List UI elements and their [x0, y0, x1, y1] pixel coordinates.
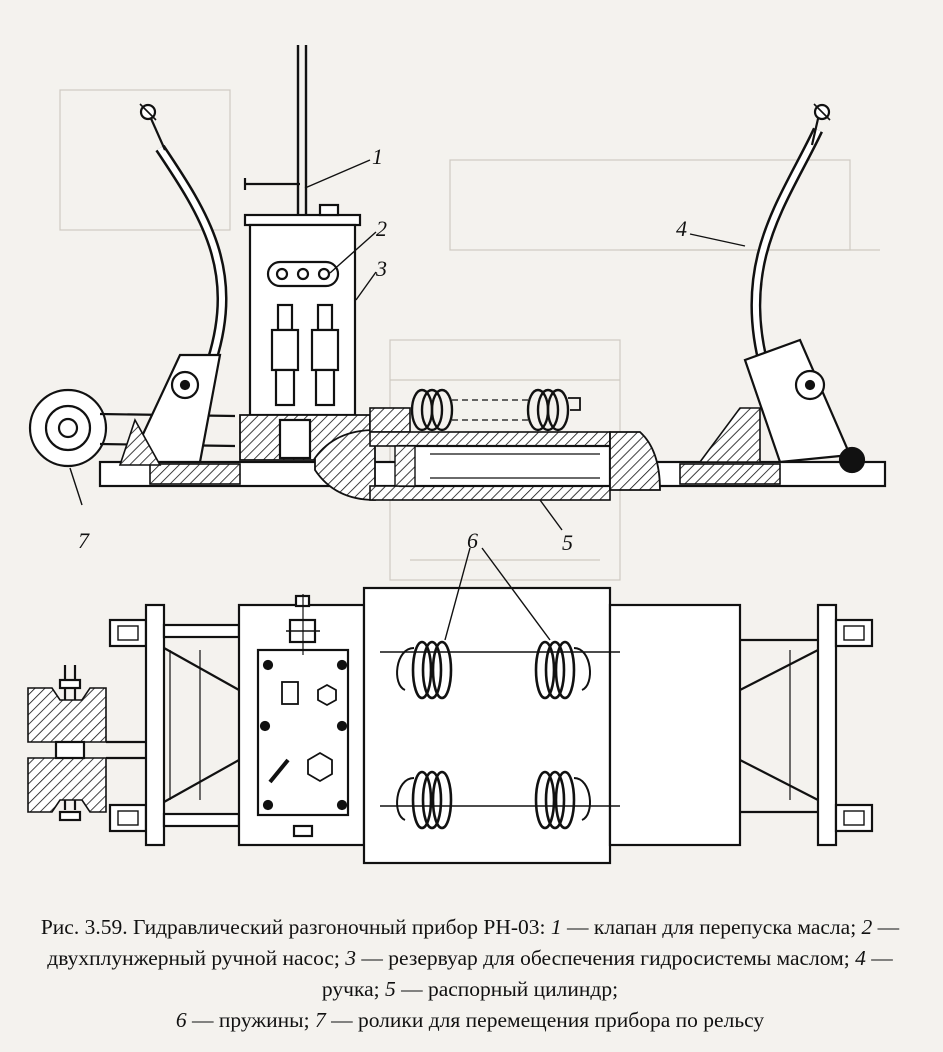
- figure-caption: Рис. 3.59. Гидравлический разгоночный пр…: [40, 915, 900, 1032]
- spring-plan-top-right: [534, 640, 591, 700]
- caption-item-6-num: 6: [175, 1008, 187, 1032]
- right-handle: [698, 103, 866, 474]
- caption-item-4-text: ручка;: [321, 977, 380, 1001]
- caption-item-5-text: распорный цилиндр;: [427, 977, 619, 1001]
- left-end-frame: [108, 603, 241, 847]
- spring-side-left: [410, 388, 454, 432]
- label-5: 5: [562, 530, 573, 555]
- spring-plan-bottom-right: [534, 770, 591, 830]
- caption-item-7-num: 7: [314, 1008, 326, 1032]
- caption-item-3-text: резервуар для обеспечения гидросистемы м…: [388, 946, 850, 970]
- caption-fig-number: Рис. 3.59.: [40, 915, 128, 939]
- label-2: 2: [376, 216, 387, 241]
- caption-item-2-num: 2: [861, 915, 873, 939]
- pump-block-plan: [237, 594, 366, 847]
- caption-item-1-num: 1: [550, 915, 562, 939]
- plan-view: [27, 547, 874, 865]
- caption-item-5-num: 5: [384, 977, 396, 1001]
- leader-lines: [69, 159, 746, 531]
- pump-linkage: [266, 260, 340, 288]
- cylinder-body-plan: [362, 586, 742, 865]
- label-3: 3: [375, 256, 387, 281]
- caption-item-2-text: двухплунжерный ручной насос;: [47, 946, 340, 970]
- right-end-frame: [739, 603, 874, 847]
- caption-item-4-num: 4: [855, 946, 866, 970]
- side-view: [28, 45, 887, 531]
- reservoir-pump-assembly: [239, 45, 371, 461]
- label-6: 6: [467, 528, 478, 553]
- spring-plan-bottom-left: [396, 770, 453, 830]
- plunger-left: [270, 303, 300, 407]
- technical-drawing: 1 2 3 4 5 7: [27, 45, 887, 865]
- spring-plan-top-left: [396, 640, 453, 700]
- left-handle: [118, 103, 228, 466]
- caption-title: Гидравлический разгоночный прибор РН-03:: [132, 915, 546, 939]
- caption-item-6-text: пружины;: [218, 1008, 310, 1032]
- spacer-cylinder: [314, 388, 661, 501]
- label-7: 7: [78, 528, 90, 553]
- leader-lines-springs: [444, 547, 551, 641]
- caption-item-1-text: клапан для перепуска масла;: [593, 915, 857, 939]
- label-4: 4: [676, 216, 687, 241]
- label-1: 1: [372, 144, 383, 169]
- plunger-right: [310, 303, 340, 407]
- spring-side-right: [526, 388, 570, 432]
- plan-roller-assembly: [27, 665, 146, 822]
- caption-item-3-num: 3: [345, 946, 357, 970]
- caption-item-7-text: ролики для перемещения прибора по рельсу: [357, 1008, 765, 1032]
